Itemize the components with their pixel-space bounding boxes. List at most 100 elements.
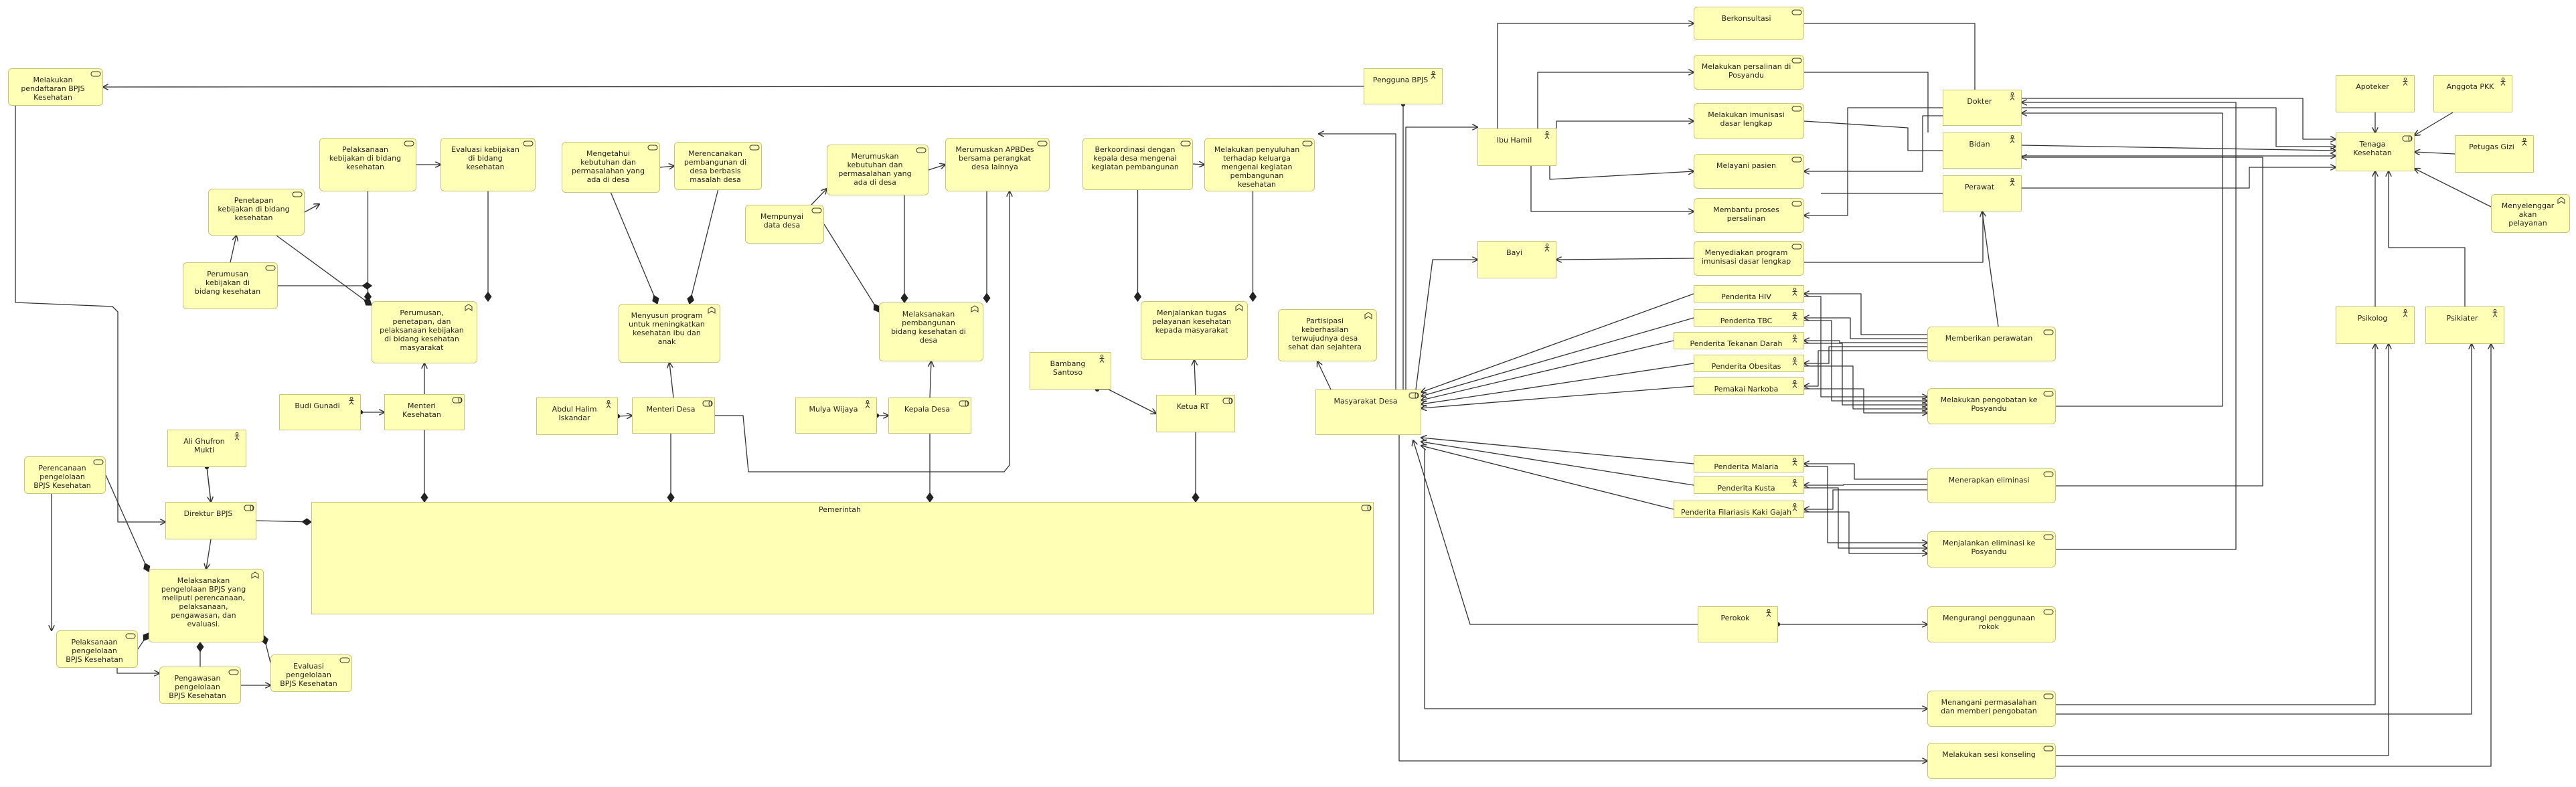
node-imunisasi: Melakukan imunisasi dasar lengkap [1694, 103, 1804, 139]
connector-line [261, 634, 271, 663]
connector-line [1421, 317, 1694, 396]
node-label: Penderita HIV [1721, 292, 1771, 301]
actor-icon [2009, 92, 2018, 100]
connector-line [1804, 72, 1929, 133]
service-icon [292, 191, 303, 198]
connector-line [1497, 23, 1694, 128]
connector-line [2415, 152, 2456, 154]
node-label: Pelaksanaan pengelolaan BPJS Kesehatan [66, 638, 123, 664]
node-penyuluhan: Melakukan penyuluhan terhadap keluarga m… [1204, 138, 1315, 191]
node-tangani-masalah: Menangani permasalahan dan memberi pengo… [1927, 691, 2056, 727]
node-obesitas: Penderita Obesitas [1694, 355, 1804, 372]
actor-icon [864, 400, 874, 408]
node-perawat: Perawat [1943, 175, 2022, 211]
connector-line [1530, 166, 1694, 211]
node-label: Evaluasi pengelolaan BPJS Kesehatan [280, 662, 337, 688]
node-label: Perencanaan pengelolaan BPJS Kesehatan [33, 464, 91, 490]
node-label: Menjalankan tugas pelayanan kesehatan ke… [1152, 309, 1231, 335]
connector-line [823, 224, 880, 313]
node-label: Penderita Obesitas [1711, 362, 1781, 371]
node-perawatan: Memberikan perawatan [1927, 327, 2056, 361]
node-bambang: Bambang Santoso [1030, 352, 1111, 389]
node-label: Menjalankan eliminasi ke Posyandu [1942, 539, 2036, 556]
node-label: Tenaga Kesehatan [2353, 140, 2392, 157]
node-tenaga-kes: Tenaga Kesehatan [2336, 133, 2415, 171]
node-label: Penetapan kebijakan di bidang kesehatan [218, 196, 290, 222]
actor-icon [348, 397, 357, 405]
node-susun-program: Menyusun program untuk meningkatkan kese… [619, 304, 720, 363]
service-icon [1791, 9, 1802, 16]
connector-line [1405, 127, 1477, 389]
node-label: Melayani pasien [1716, 161, 1777, 170]
node-psikiater: Psikiater [2425, 307, 2504, 344]
connector-line [610, 192, 659, 305]
service-icon [749, 145, 760, 151]
connector-line [2022, 167, 2336, 189]
node-label: Psikiater [2446, 314, 2478, 323]
node-ketua-rt: Ketua RT [1156, 395, 1235, 432]
node-label: Ali Ghufron Mukti [183, 437, 225, 454]
actor-icon [1099, 355, 1108, 363]
service-icon [1791, 58, 1802, 64]
service-icon [1791, 244, 1802, 250]
node-label: Melakukan imunisasi dasar lengkap [1708, 110, 1785, 128]
node-psikolog: Psikolog [2336, 307, 2415, 344]
connector-line [2415, 169, 2492, 207]
node-label: Dokter [1967, 97, 1992, 106]
node-label: Perawat [1964, 183, 1995, 191]
node-eliminasi-posyandu: Menjalankan eliminasi ke Posyandu [1927, 531, 2056, 567]
connector-line [1413, 440, 1698, 625]
node-label: Melaksanakan pengelolaan BPJS yang melip… [161, 576, 246, 628]
node-label: Anggota PKK [2446, 82, 2494, 91]
node-malaria: Penderita Malaria [1694, 455, 1804, 472]
node-menteri-desa: Menteri Desa [632, 398, 715, 434]
connector-line [1421, 340, 1674, 400]
connector-line [1556, 121, 1694, 128]
role-icon [959, 400, 969, 407]
node-label: Menyelenggar akan pelayanan [2501, 201, 2555, 228]
connector-line [1804, 23, 1976, 90]
node-perumusan-penetapan: Perumusan, penetapan, dan pelaksanaan ke… [372, 301, 477, 363]
node-terapkan-eliminasi: Menerapkan eliminasi [1927, 468, 2056, 503]
connector-line [1804, 341, 1927, 343]
connector-line [1804, 320, 1927, 401]
connector-line [105, 474, 151, 573]
node-label: Memberikan perawatan [1945, 334, 2033, 343]
role-icon [702, 400, 713, 407]
node-label: Melakukan penyuluhan terhadap keluarga m… [1214, 145, 1300, 189]
function-icon [708, 307, 717, 314]
node-layani-pasien: Melayani pasien [1694, 154, 1804, 189]
connector-line [2022, 107, 2336, 147]
connector-line [1804, 388, 1927, 413]
node-label: Merumuskan kebutuhan dan permasalahan ya… [838, 152, 912, 187]
connector-line [1421, 293, 1694, 392]
node-narkoba: Pemakai Narkoba [1694, 377, 1804, 395]
node-label: Pengguna BPJS [1372, 76, 1429, 84]
role-icon [1361, 505, 1372, 511]
function-icon [1364, 312, 1374, 319]
node-rumuskan-kebutuhan: Merumuskan kebutuhan dan permasalahan ya… [827, 145, 929, 195]
node-label: Penderita Malaria [1714, 462, 1779, 471]
connector-line [811, 189, 827, 205]
node-evaluasi-bpjs: Evaluasi pengelolaan BPJS Kesehatan [270, 654, 352, 692]
connector-line [1097, 389, 1156, 414]
connector-line [1804, 107, 1943, 215]
function-icon [2557, 197, 2567, 204]
connector-line [276, 235, 372, 306]
service-icon [523, 141, 534, 147]
node-partisipasi: Partisipasi keberhasilan terwujudnya des… [1278, 309, 1377, 361]
node-pelaksanaan-bpjs: Pelaksanaan pengelolaan BPJS Kesehatan [56, 630, 138, 668]
service-icon [2043, 391, 2054, 398]
node-label: Penderita Filariasis Kaki Gajah [1680, 508, 1792, 517]
connector-line [137, 632, 149, 650]
connector-line [1415, 260, 1477, 390]
connector-line [1192, 164, 1204, 165]
connector-line [1982, 211, 1999, 327]
service-icon [916, 147, 927, 154]
role-icon [244, 505, 254, 511]
service-icon [125, 633, 136, 640]
node-perumusan-kebijakan: Perumusan kebijakan di bidang kesehatan [183, 262, 278, 309]
node-label: Petugas Gizi [2469, 143, 2514, 151]
node-label: Berkoordinasi dengan kepala desa mengena… [1091, 145, 1179, 171]
